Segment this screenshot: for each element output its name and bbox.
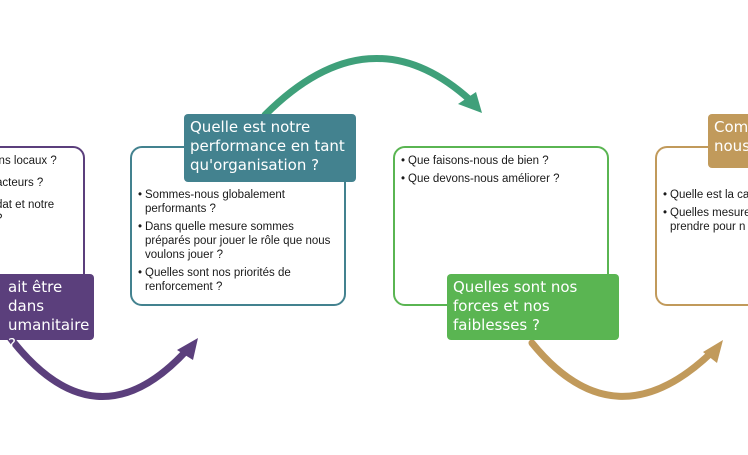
block2-question-list: Sommes-nous globalement performants ? Da… — [138, 188, 338, 298]
arrow-green-head — [458, 92, 482, 113]
block1-question: ins locaux ? — [0, 154, 81, 168]
block2-question: Sommes-nous globalement performants ? — [138, 188, 338, 216]
block3-question: Que devons-nous améliorer ? — [401, 172, 601, 186]
block1-question: acteurs ? — [0, 176, 81, 190]
title-block4: Com nous — [708, 114, 748, 168]
card-block1: ins locaux ? acteurs ? dat et notre ? — [0, 146, 85, 286]
block3-question-list: Que faisons-nous de bien ? Que devons-no… — [401, 154, 601, 190]
title-block3: Quelles sont nos forces et nos faiblesse… — [447, 274, 619, 340]
arrow-green — [261, 54, 474, 119]
title-block2: Quelle est notre performance en tant qu'… — [184, 114, 356, 182]
arrow-purple — [4, 331, 191, 400]
block1-question: dat et notre — [0, 198, 81, 212]
title-block1: ait être dans umanitaire ? — [0, 274, 94, 353]
block2-question: Quelles sont nos priorités de renforceme… — [138, 266, 338, 294]
arrow-tan — [528, 339, 716, 400]
block1-question: ? — [0, 212, 81, 226]
card-block4: Quelle est la ca Quelles mesure prendre … — [655, 146, 748, 306]
arrow-tan-head — [703, 340, 723, 363]
block3-question: Que faisons-nous de bien ? — [401, 154, 601, 168]
block1-question-list: ins locaux ? acteurs ? dat et notre ? — [0, 154, 81, 230]
block4-question-list: Quelle est la ca Quelles mesure prendre … — [663, 188, 748, 238]
arrow-purple-head — [177, 338, 198, 360]
block4-question: Quelles mesure prendre pour n — [663, 206, 748, 234]
block4-question: Quelle est la ca — [663, 188, 748, 202]
block2-question: Dans quelle mesure sommes préparés pour … — [138, 220, 338, 262]
